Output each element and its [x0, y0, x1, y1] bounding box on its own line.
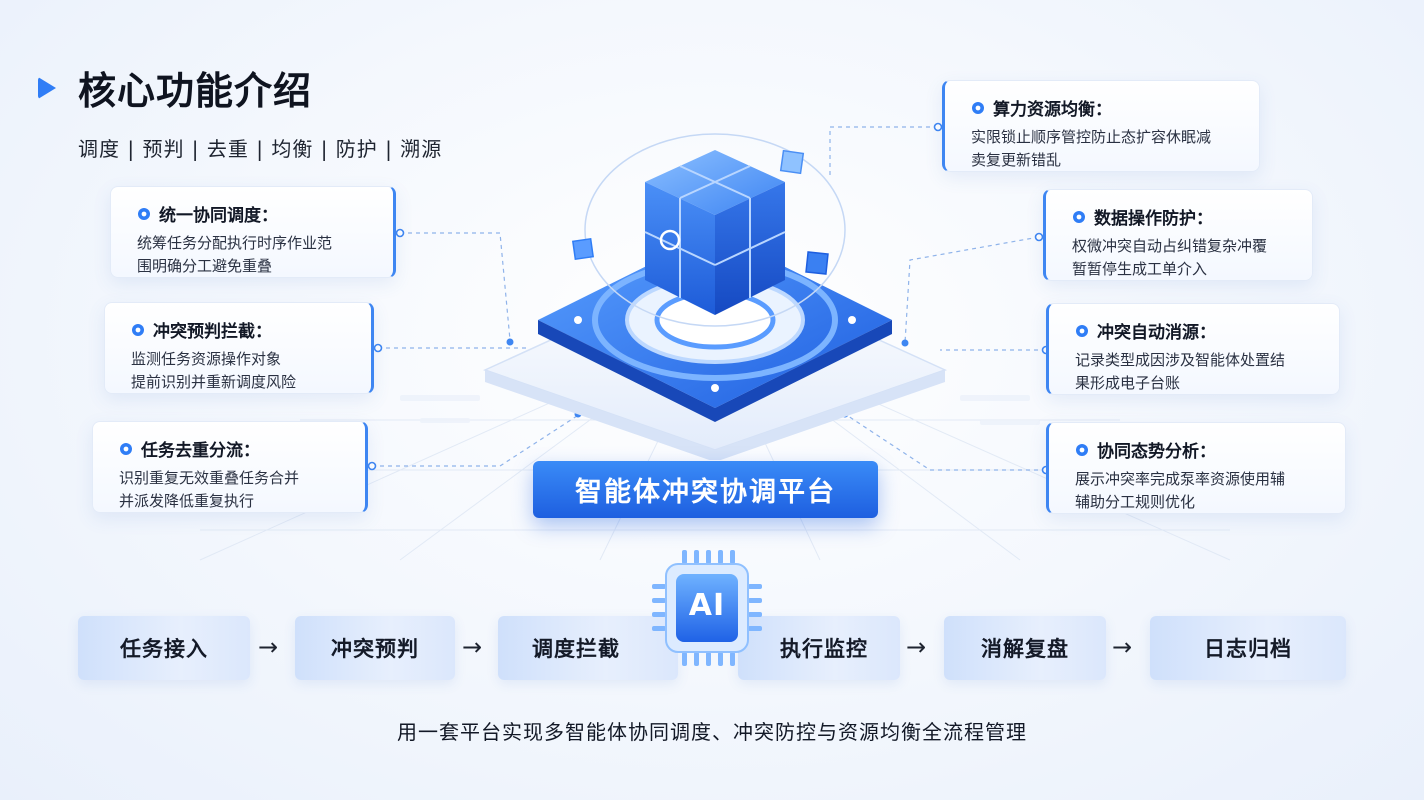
feature-card-data-protection[interactable]: 数据操作防护： 权微冲突自动占纠错复杂冲覆 暂暂停生成工单介入 [1043, 189, 1313, 281]
feature-description: 监测任务资源操作对象 提前识别并重新调度风险 [131, 350, 297, 391]
feature-title: 协同态势分析： [1097, 442, 1216, 462]
feature-title: 统一协同调度： [159, 206, 278, 226]
location-pin-icon [1075, 324, 1089, 338]
flow-arrow: → [462, 633, 483, 661]
ai-chip-icon: AI [652, 548, 762, 668]
header: 核心功能介绍 调度 | 预判 | 去重 | 均衡 | 防护 | 溯源 [38, 60, 442, 162]
location-pin-icon [1075, 443, 1089, 457]
platform-cube-illustration [482, 133, 948, 460]
platform-label: 智能体冲突协调平台 [533, 461, 878, 518]
feature-title: 数据操作防护： [1094, 209, 1213, 229]
flow-arrow: → [906, 633, 927, 661]
flow-step-resolve-review[interactable]: 消解复盘 [944, 616, 1106, 680]
feature-description: 统筹任务分配执行时序作业范 围明确分工避免重叠 [137, 234, 333, 275]
ai-chip-label: AI [688, 588, 726, 623]
flow-step-log-archive[interactable]: 日志归档 [1150, 616, 1346, 680]
feature-card-situation-analysis[interactable]: 协同态势分析： 展示冲突率完成泵率资源使用辅 辅助分工规则优化 [1046, 422, 1346, 514]
feature-title: 算力资源均衡： [993, 100, 1112, 120]
feature-description: 权微冲突自动占纠错复杂冲覆 暂暂停生成工单介入 [1072, 237, 1268, 278]
location-pin-icon [119, 442, 133, 456]
location-pin-icon [137, 207, 151, 221]
feature-card-task-dedup[interactable]: 任务去重分流： 识别重复无效重叠任务合并 并派发降低重复执行 [92, 421, 368, 513]
feature-card-conflict-resolution[interactable]: 冲突自动消源： 记录类型成因涉及智能体处置结 果形成电子台账 [1046, 303, 1340, 395]
flow-step-dispatch-intercept[interactable]: 调度拦截 [498, 616, 678, 680]
feature-card-conflict-prediction[interactable]: 冲突预判拦截： 监测任务资源操作对象 提前识别并重新调度风险 [104, 302, 374, 394]
location-pin-icon [131, 323, 145, 337]
feature-description: 识别重复无效重叠任务合并 并派发降低重复执行 [119, 469, 300, 510]
feature-description: 实限锁止顺序管控防止态扩容休眠减 卖复更新错乱 [971, 128, 1212, 169]
location-pin-icon [1072, 210, 1086, 224]
play-triangle-icon [38, 76, 56, 99]
flow-step-task-intake[interactable]: 任务接入 [78, 616, 250, 680]
feature-title: 冲突自动消源： [1097, 323, 1216, 343]
flow-step-conflict-prediction[interactable]: 冲突预判 [295, 616, 455, 680]
feature-title: 冲突预判拦截： [153, 322, 272, 342]
feature-description: 展示冲突率完成泵率资源使用辅 辅助分工规则优化 [1075, 470, 1286, 511]
flow-step-execution-monitor[interactable]: 执行监控 [738, 616, 900, 680]
flow-arrow: → [258, 633, 279, 661]
page-subtitle: 调度 | 预判 | 去重 | 均衡 | 防护 | 溯源 [78, 137, 443, 161]
footer-tagline: 用一套平台实现多智能体协同调度、冲突防控与资源均衡全流程管理 [397, 720, 1027, 744]
page-title: 核心功能介绍 [78, 69, 313, 113]
feature-card-unified-scheduling[interactable]: 统一协同调度： 统筹任务分配执行时序作业范 围明确分工避免重叠 [110, 186, 396, 278]
location-pin-icon [971, 101, 985, 115]
feature-card-compute-balance[interactable]: 算力资源均衡： 实限锁止顺序管控防止态扩容休眠减 卖复更新错乱 [942, 80, 1260, 172]
feature-description: 记录类型成因涉及智能体处置结 果形成电子台账 [1075, 351, 1286, 392]
flow-arrow: → [1112, 633, 1133, 661]
feature-title: 任务去重分流： [141, 441, 260, 461]
